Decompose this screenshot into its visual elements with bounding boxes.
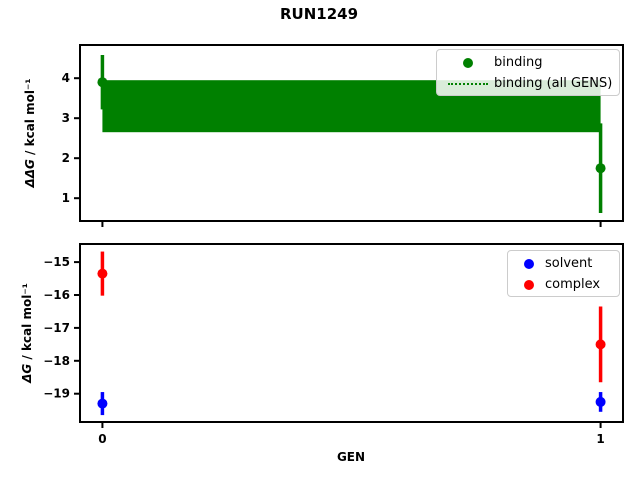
bottom-legend: solvent complex: [507, 250, 620, 297]
solvent-point: [97, 398, 108, 409]
axes-frame: [79, 243, 624, 423]
complex-dot-icon: [524, 279, 534, 290]
x-axis-label: GEN: [336, 450, 366, 464]
y-tick-label: −17: [43, 321, 70, 335]
legend-item-binding: binding: [442, 52, 613, 73]
legend-marker-cell: [442, 82, 494, 85]
bottom-y-axis-label-units: / kcal mol⁻¹: [20, 283, 34, 364]
legend-marker-cell: [442, 57, 494, 68]
figure-title: RUN1249: [279, 5, 359, 23]
y-tick-label: −16: [43, 288, 70, 302]
top-y-axis-label-units: / kcal mol⁻¹: [23, 78, 37, 160]
y-tick-label: −15: [43, 255, 70, 269]
legend-label-binding: binding: [494, 55, 543, 70]
legend-item-solvent: solvent: [513, 253, 613, 274]
dotted-line-icon: [448, 82, 488, 85]
binding-dot-icon: [463, 57, 473, 68]
y-tick-label: 4: [62, 71, 70, 85]
complex-point: [595, 339, 606, 350]
top-y-axis-label-math: ΔΔG: [23, 159, 37, 188]
legend-label-binding-all-gens: binding (all GENS): [494, 76, 613, 91]
solvent-dot-icon: [524, 258, 534, 269]
y-tick-label: 2: [62, 151, 70, 165]
legend-label-complex: complex: [545, 277, 601, 292]
legend-marker-cell: [513, 258, 545, 269]
y-tick-label: −18: [43, 354, 70, 368]
top-legend: binding binding (all GENS): [436, 49, 620, 96]
legend-label-solvent: solvent: [545, 256, 593, 271]
legend-item-complex: complex: [513, 274, 613, 295]
complex-point: [97, 268, 108, 279]
top-y-axis-label: ΔΔG / kcal mol⁻¹: [23, 78, 37, 187]
axes-frame: [79, 44, 624, 222]
bottom-y-axis-label: ΔG / kcal mol⁻¹: [20, 283, 34, 383]
legend-item-binding-all-gens: binding (all GENS): [442, 73, 613, 94]
x-tick-label: 0: [98, 432, 106, 446]
solvent-point: [595, 396, 606, 407]
y-tick-label: 1: [62, 191, 70, 205]
y-tick-label: 3: [62, 111, 70, 125]
bottom-y-axis-label-math: ΔG: [20, 363, 34, 383]
binding-point: [595, 163, 606, 174]
legend-marker-cell: [513, 279, 545, 290]
binding-point: [97, 77, 108, 88]
y-tick-label: −19: [43, 387, 70, 401]
x-tick-label: 1: [596, 432, 604, 446]
